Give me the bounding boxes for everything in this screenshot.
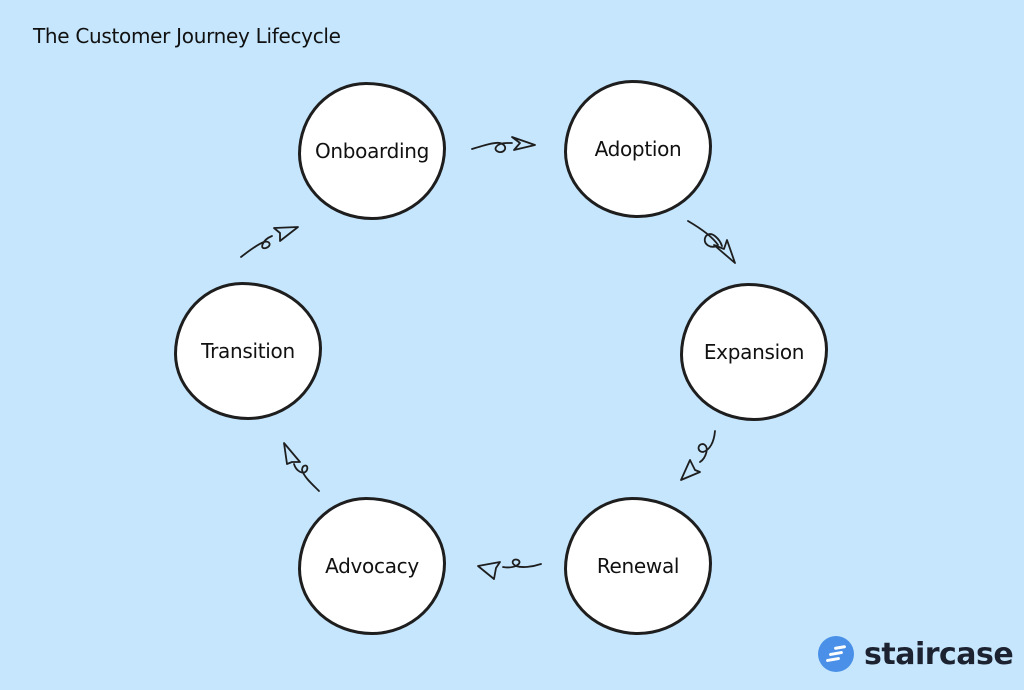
stage-label: Adoption <box>594 137 682 161</box>
stage-expansion: Expansion <box>680 283 828 421</box>
arrow-adoption-to-expansion <box>687 220 736 264</box>
stage-onboarding: Onboarding <box>298 82 446 220</box>
brand-name: staircase <box>864 636 1014 672</box>
arrow-transition-to-onboarding <box>240 226 299 258</box>
staircase-logo-icon <box>818 636 854 672</box>
stage-label: Advocacy <box>325 554 419 578</box>
stage-renewal: Renewal <box>564 497 712 635</box>
arrow-advocacy-to-transition <box>283 442 320 492</box>
arrow-expansion-to-renewal <box>680 430 716 481</box>
stage-adoption: Adoption <box>564 80 712 218</box>
stage-transition: Transition <box>174 282 322 420</box>
brand-logo: staircase <box>818 636 1014 672</box>
stage-advocacy: Advocacy <box>298 497 446 635</box>
arrow-onboarding-to-adoption <box>471 136 536 153</box>
arrow-renewal-to-advocacy <box>477 558 542 580</box>
stage-label: Onboarding <box>314 139 430 163</box>
stage-label: Renewal <box>596 554 680 578</box>
stage-label: Transition <box>201 339 295 363</box>
diagram-title: The Customer Journey Lifecycle <box>33 24 341 48</box>
stage-label: Expansion <box>703 340 805 364</box>
